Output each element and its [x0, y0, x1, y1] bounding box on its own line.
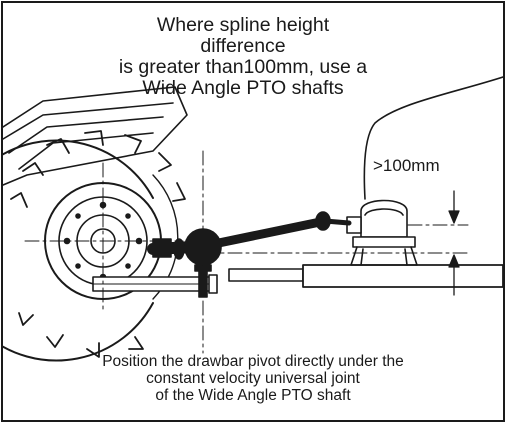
implement-beam — [228, 264, 503, 288]
caption-top: Where spline height difference is greate… — [113, 15, 373, 99]
caption-top-line-3: Wide Angle PTO shafts — [142, 77, 344, 99]
dimension-label: >100mm — [373, 156, 440, 175]
tractor-tyre — [3, 139, 154, 362]
pto-diagram-illustration — [3, 76, 503, 362]
caption-bottom: Position the drawbar pivot directly unde… — [33, 353, 473, 404]
tractor-fender — [3, 86, 188, 186]
implement-gearbox — [346, 199, 418, 266]
caption-bottom-line-2: constant velocity universal joint — [146, 370, 360, 387]
caption-bottom-line-1: Position the drawbar pivot directly unde… — [102, 353, 404, 370]
drawbar-pivot-pin — [194, 264, 218, 298]
centre-lines — [24, 150, 469, 354]
implement-body — [363, 76, 503, 200]
caption-bottom-line-3: of the Wide Angle PTO shaft — [155, 387, 351, 404]
dimension-arrows — [448, 190, 460, 296]
tractor-pto-stub — [152, 238, 172, 258]
tractor-drawbar — [92, 276, 212, 292]
tyre-lugs — [10, 130, 186, 358]
caption-top-line-2: is greater than100mm, use a — [118, 56, 368, 78]
caption-top-line-1: Where spline height difference — [156, 14, 330, 57]
pto-shaft — [147, 211, 352, 260]
